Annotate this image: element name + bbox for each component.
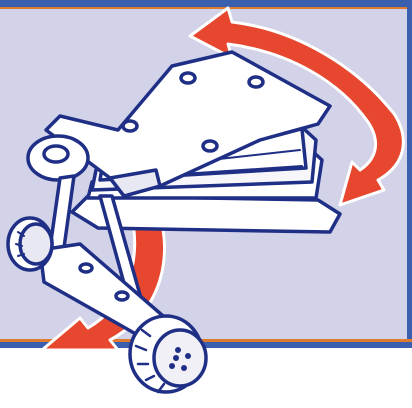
- hinge-disc-center: [44, 146, 68, 162]
- top-border-blue: [0, 0, 412, 7]
- hub-bolt: [169, 363, 175, 369]
- knob: [249, 77, 263, 87]
- hub-bolt: [185, 353, 191, 359]
- knob: [203, 141, 217, 151]
- top-border-orange: [0, 7, 412, 9]
- wheel-back: [8, 218, 52, 270]
- hub-bolt: [175, 347, 181, 353]
- hub-bolt: [181, 365, 187, 371]
- knob: [123, 121, 137, 131]
- knob: [181, 73, 195, 83]
- knob: [116, 292, 128, 300]
- right-border-blue: [407, 0, 412, 345]
- hub-bolt: [173, 355, 179, 361]
- knob: [80, 264, 92, 272]
